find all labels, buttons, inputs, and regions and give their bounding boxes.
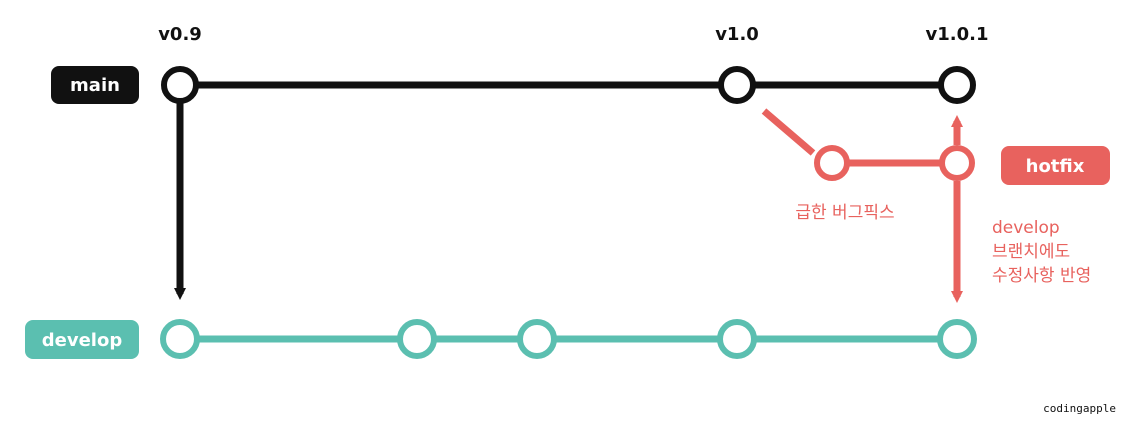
main-commit-v1-0 — [718, 66, 756, 104]
version-label-v1-0-1: v1.0.1 — [926, 24, 989, 45]
develop-commit-1 — [160, 319, 200, 359]
version-label-v0-9: v0.9 — [158, 24, 202, 45]
develop-branch-label: develop — [42, 330, 123, 351]
hotfix-commit-1 — [814, 145, 850, 181]
develop-commit-4 — [717, 319, 757, 359]
main-commit-v0-9 — [161, 66, 199, 104]
merge-note-line-1: develop — [992, 218, 1060, 238]
hotfix-branch-off-line — [761, 108, 816, 156]
develop-commit-5 — [937, 319, 977, 359]
main-branch-badge: main — [51, 66, 139, 104]
develop-branch-badge: develop — [25, 320, 139, 359]
hotfix-branch-label: hotfix — [1026, 156, 1085, 177]
develop-commit-3 — [517, 319, 557, 359]
version-label-v1-0: v1.0 — [715, 24, 759, 45]
hotfix-note: 급한 버그픽스 — [795, 203, 894, 223]
develop-commit-2 — [397, 319, 437, 359]
hotfix-commit-2 — [939, 145, 975, 181]
hotfix-branch-badge: hotfix — [1001, 146, 1110, 185]
merge-note-line-2: 브랜치에도 — [992, 242, 1070, 262]
main-commit-v1-0-1 — [938, 66, 976, 104]
watermark: codingapple — [1043, 402, 1116, 415]
merge-note-line-3: 수정사항 반영 — [992, 266, 1091, 286]
main-branch-label: main — [70, 75, 120, 96]
